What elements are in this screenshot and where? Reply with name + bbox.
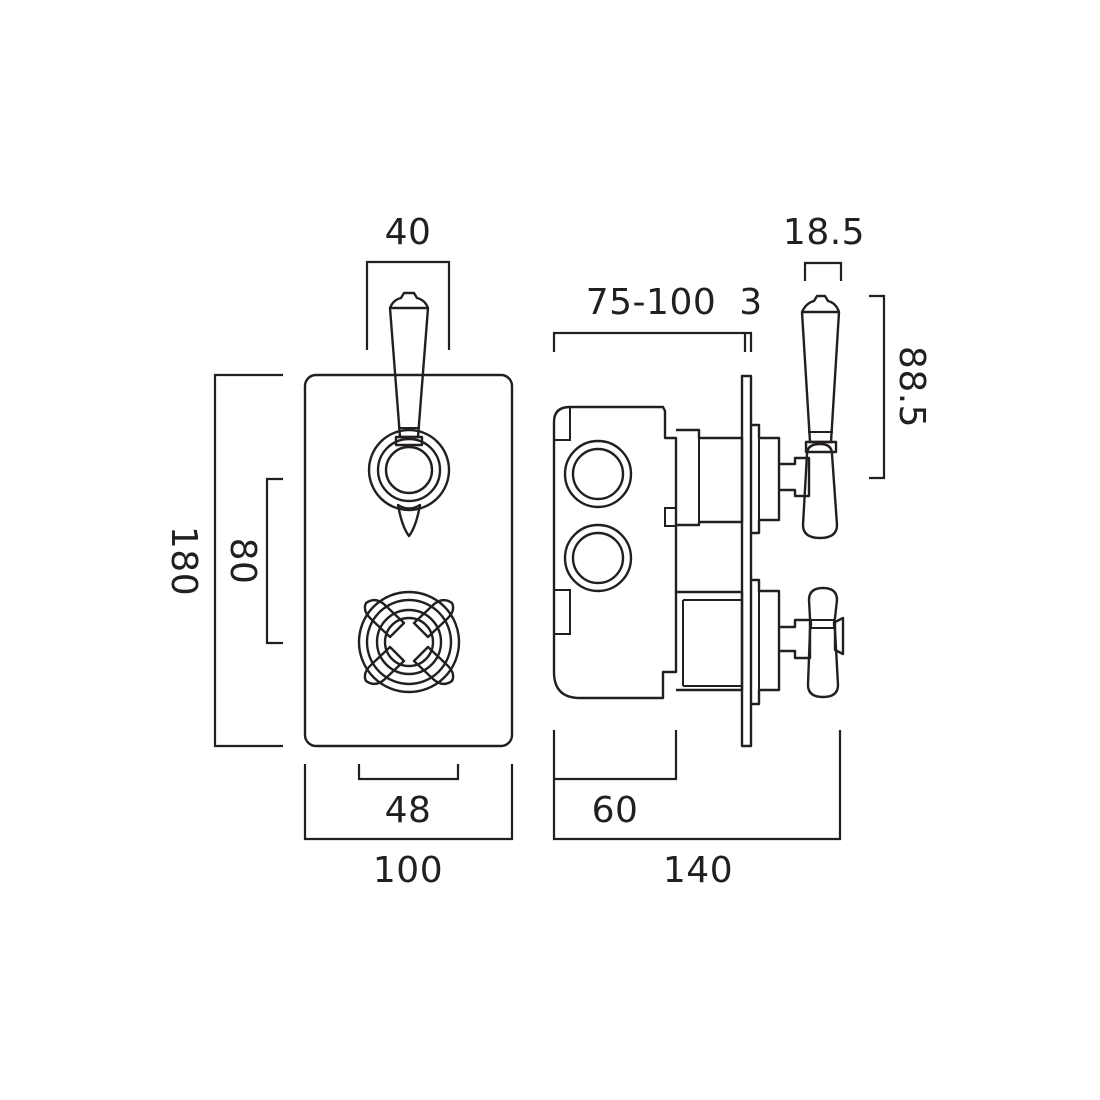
dim-line-spindle-spacing — [265, 477, 283, 645]
front-dimensions — [213, 260, 514, 841]
side-dimensions — [552, 261, 886, 841]
front-plate — [303, 373, 514, 748]
side-view — [552, 294, 845, 748]
front-cross-handle — [357, 590, 461, 694]
label-spindle-spacing: 80 — [222, 538, 263, 585]
dim-line-spindle-depth — [803, 261, 843, 281]
side-lever-handle — [779, 294, 841, 540]
label-plate-thickness: 3 — [739, 282, 762, 323]
label-spindle-depth: 18.5 — [783, 212, 865, 253]
dimension-labels: 40 18.5 75-100 3 88.5 180 80 48 60 100 1… — [163, 212, 932, 891]
front-view — [303, 291, 514, 748]
dim-line-wall-depth — [552, 331, 753, 352]
front-lever-handle — [367, 291, 451, 538]
label-control-spacing: 48 — [385, 790, 432, 831]
dim-line-handle-width — [365, 260, 451, 350]
side-cross-handle — [779, 586, 845, 699]
cover-plate-side — [740, 374, 753, 748]
label-total-depth: 140 — [663, 850, 733, 891]
label-lever-height: 88.5 — [891, 346, 932, 428]
label-wall-depth: 75-100 — [586, 282, 717, 323]
dim-line-lever-height — [869, 294, 886, 480]
label-body-depth: 60 — [592, 790, 639, 831]
dim-line-plate-width — [303, 764, 514, 841]
dim-line-total-depth — [552, 730, 842, 841]
dim-line-total-height — [213, 373, 283, 748]
label-handle-width: 40 — [385, 212, 432, 253]
dim-line-control-spacing — [357, 764, 460, 781]
label-plate-width: 100 — [373, 850, 443, 891]
valve-body — [552, 405, 678, 700]
dim-line-body-depth — [552, 730, 678, 781]
label-total-height: 180 — [163, 526, 204, 596]
